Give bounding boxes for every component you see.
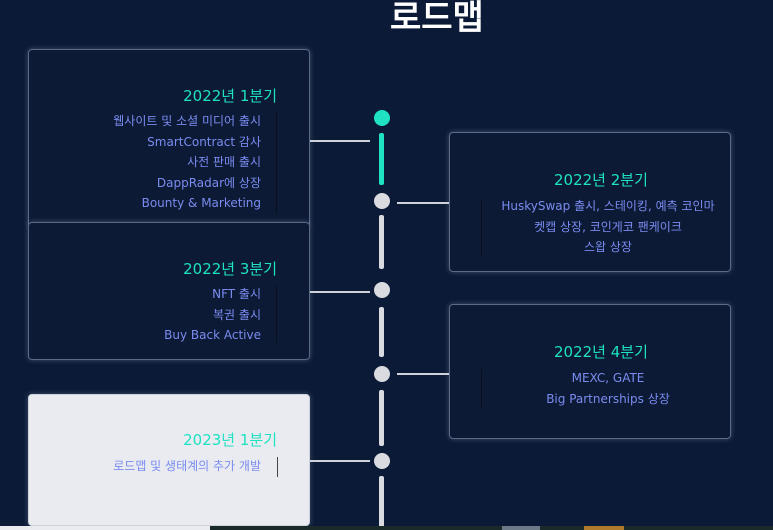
roadmap-item: Buy Back Active [164,328,261,342]
connector-line [397,373,449,375]
quarter-title: 2022년 1분기 [183,87,277,105]
timeline-dot [374,453,390,469]
roadmap-card-q4-2022: 2022년 4분기 MEXC, GATE Big Partnerships 상장 [449,304,731,439]
quarter-title: 2022년 3분기 [183,260,277,278]
quarter-items: 로드맵 및 생태계의 추가 개발 [113,456,261,477]
roadmap-card-q2-2022: 2022년 2분기 HuskySwap 출시, 스테이킹, 예측 코인마 켓캡 … [449,132,731,272]
item-divider [481,199,482,257]
timeline-dot [374,193,390,209]
quarter-title: 2022년 4분기 [554,343,648,361]
roadmap-item: 스왑 상장 [584,240,632,254]
roadmap-card-q1-2022: 2022년 1분기 웹사이트 및 소셜 미디어 출시 SmartContract… [28,49,310,227]
quarter-items: NFT 출시 복권 출시 Buy Back Active [164,284,261,346]
roadmap-item: 복권 출시 [213,307,261,322]
timeline-dot [374,366,390,382]
roadmap-item: 사전 판매 출시 [187,155,261,169]
timeline-segment [379,215,384,269]
item-divider [277,457,278,477]
connector-line [310,291,370,293]
roadmap-item: 웹사이트 및 소셜 미디어 출시 [113,114,261,128]
quarter-title: 2022년 2분기 [554,171,648,189]
roadmap-card-q3-2022: 2022년 3분기 NFT 출시 복권 출시 Buy Back Active [28,222,310,360]
roadmap-item: NFT 출시 [212,287,261,301]
roadmap-card-q1-2023: 2023년 1분기 로드맵 및 생태계의 추가 개발 [28,394,310,526]
quarter-items: 웹사이트 및 소셜 미디어 출시 SmartContract 감사 사전 판매 … [113,111,261,214]
roadmap-item: DappRadar에 상장 [156,175,261,190]
item-divider [481,369,482,409]
roadmap-item: Bounty & Marketing [141,196,261,210]
quarter-title: 2023년 1분기 [183,431,277,449]
page-title: 로드맵 [390,0,484,38]
roadmap-item: MEXC, GATE [571,371,645,385]
roadmap-item: 로드맵 및 생태계의 추가 개발 [113,459,261,473]
connector-line [310,460,370,462]
timeline-segment [379,476,384,530]
roadmap-item: 켓캡 상장, 코인게코 팬케이크 [534,219,682,234]
quarter-items: MEXC, GATE Big Partnerships 상장 [492,368,724,409]
item-divider [276,285,277,343]
connector-line [310,140,370,142]
connector-line [397,202,449,204]
roadmap-item: HuskySwap 출시, 스테이킹, 예측 코인마 [501,199,715,213]
roadmap-item: Big Partnerships 상장 [546,391,670,406]
timeline-segment [379,307,384,357]
timeline-segment [379,390,384,446]
item-divider [276,112,277,214]
timeline-progress-segment [379,133,384,185]
bottom-bar [0,526,773,530]
timeline-dot [374,282,390,298]
roadmap-item: SmartContract 감사 [147,134,261,149]
timeline-dot-active [374,110,390,126]
quarter-items: HuskySwap 출시, 스테이킹, 예측 코인마 켓캡 상장, 코인게코 팬… [492,196,724,258]
